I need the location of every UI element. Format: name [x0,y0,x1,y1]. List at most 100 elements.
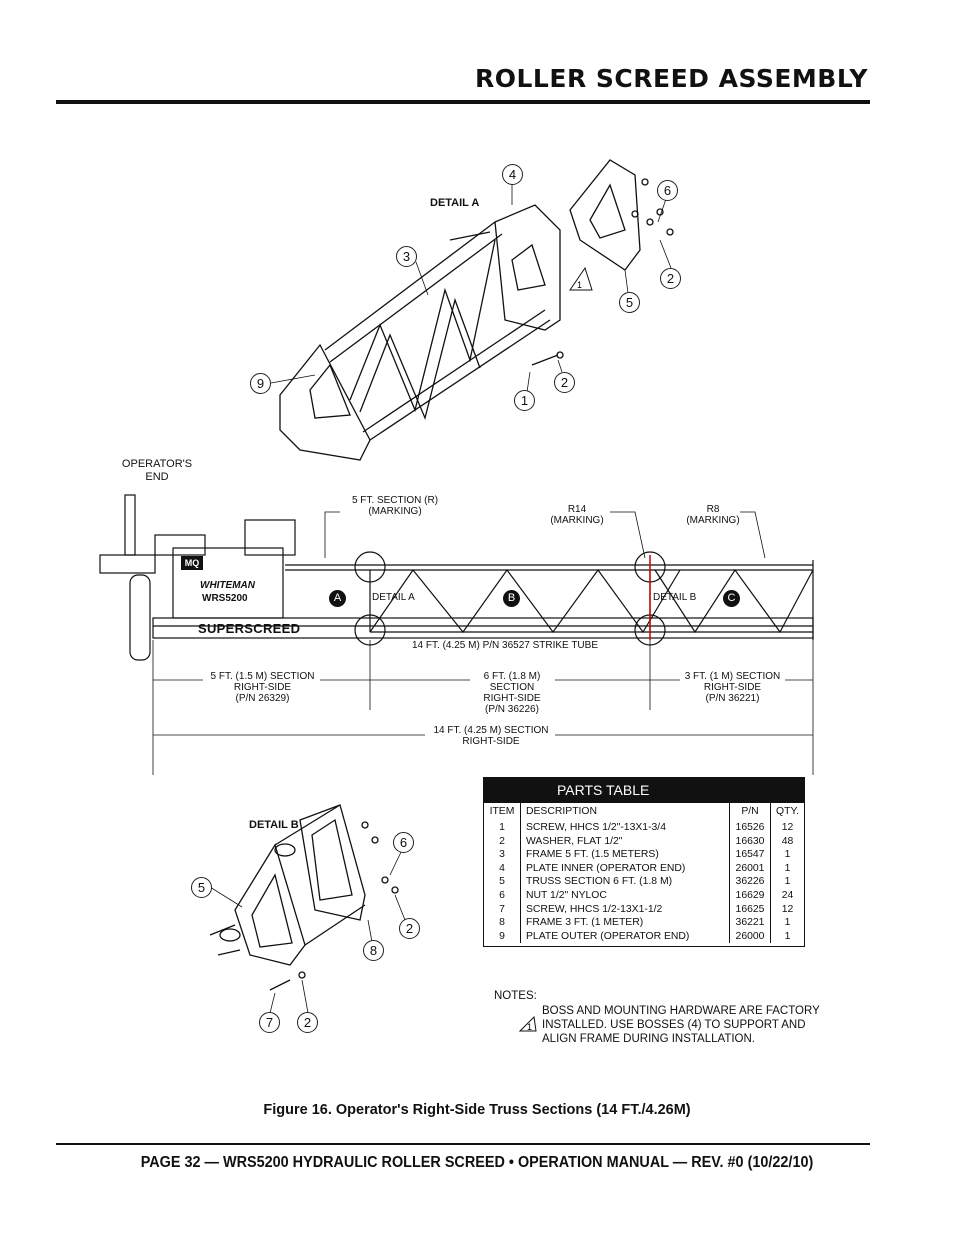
row-item: 1 [484,821,521,835]
row-pn: 36221 [729,916,771,930]
table-row: 8 FRAME 3 FT. (1 METER) 36221 1 [484,916,804,930]
parts-table-header-row: ITEM DESCRIPTION P/N QTY. [484,803,804,821]
row-item: 4 [484,861,521,876]
row-pn: 16630 [729,834,771,849]
row-item: 8 [484,916,521,930]
strike-tube-label: 14 FT. (4.25 M) P/N 36527 STRIKE TUBE [412,640,598,651]
page-title: ROLLER SCREED ASSEMBLY [475,64,868,93]
row-item: 6 [484,888,521,903]
row-pn: 26000 [729,929,771,944]
footer-rule [56,1143,870,1145]
row-qty: 1 [784,917,791,929]
superscreed-logo: SUPERSCREED [198,621,301,636]
callout-4: 4 [502,164,523,185]
callout-7: 7 [259,1012,280,1033]
detail-a-label: DETAIL A [372,592,415,603]
page-footer: PAGE 32 — WRS5200 HYDRAULIC ROLLER SCREE… [140,1154,814,1171]
section-letter-b: B [503,590,520,607]
section-letter-c: C [723,590,740,607]
row-pn: 16526 [729,821,771,835]
note-marker: 1 [577,280,582,290]
parts-table-grid: ITEM DESCRIPTION P/N QTY. 1 SCREW, HHCS … [484,803,804,944]
col-description-header: DESCRIPTION [520,803,730,821]
dim-3ft-label: 3 FT. (1 M) SECTION RIGHT-SIDE (P/N 3622… [684,671,781,704]
callout-1: 1 [514,390,535,411]
row-pn: 26001 [729,861,771,876]
row-item: 3 [484,848,521,862]
row-qty: 1 [784,862,791,874]
row-item: 2 [484,834,521,849]
dim-14ft-label: 14 FT. (4.25 M) SECTION RIGHT-SIDE [433,725,549,747]
dim-6ft-label: 6 FT. (1.8 M) SECTION RIGHT-SIDE (P/N 36… [483,671,541,715]
callout-8: 8 [363,940,384,961]
callout-5: 5 [619,292,640,313]
note-marker-number: 1 [527,1022,532,1032]
row-qty: 24 [781,889,794,901]
note-warning-icon: 1 [518,1015,537,1032]
table-row: 6 NUT 1/2" NYLOC 16629 24 [484,888,804,903]
outer-plate-shape [279,343,371,461]
row-description: PLATE INNER (OPERATOR END) [520,861,730,876]
operator-end-label: OPERATOR'S END [121,458,193,483]
notes-text: BOSS AND MOUNTING HARDWARE ARE FACTORY I… [542,1005,820,1045]
row-description: NUT 1/2" NYLOC [520,888,730,903]
table-row: 4 PLATE INNER (OPERATOR END) 26001 1 [484,861,804,876]
callout-2: 2 [399,918,420,939]
figure-caption: Figure 16. Operator's Right-Side Truss S… [263,1102,691,1118]
row-qty: 48 [781,835,794,847]
parts-table: PARTS TABLE ITEM DESCRIPTION P/N QTY. 1 … [483,777,805,947]
col-item-header: ITEM [484,803,521,821]
col-pn-header: P/N [729,803,771,821]
row-item: 5 [484,875,521,889]
row-pn: 16625 [729,902,771,917]
callout-6: 6 [393,832,414,853]
table-row: 7 SCREW, HHCS 1/2-13X1-1/2 16625 12 [484,902,804,917]
table-row: 1 SCREW, HHCS 1/2"-13X1-3/4 16526 12 [484,821,804,835]
callout-9: 9 [250,373,271,394]
r8-marking-label: R8 (MARKING) [686,504,740,526]
table-row: 2 WASHER, FLAT 1/2" 16630 48 [484,834,804,849]
row-description: PLATE OUTER (OPERATOR END) [520,929,730,944]
row-description: WASHER, FLAT 1/2" [520,834,730,849]
section-letter-a: A [329,590,346,607]
callout-3: 3 [396,246,417,267]
row-description: SCREW, HHCS 1/2-13X1-1/2 [520,902,730,917]
callout-2: 2 [660,268,681,289]
row-description: SCREW, HHCS 1/2"-13X1-3/4 [520,821,730,835]
row-qty: 12 [781,822,794,833]
table-row: 3 FRAME 5 FT. (1.5 METERS) 16547 1 [484,848,804,862]
side-view-drawing [99,494,814,775]
row-pn: 36226 [729,875,771,889]
detail-b-title: DETAIL B [249,819,299,831]
row-qty: 1 [784,849,791,861]
detail-a-title: DETAIL A [430,197,480,209]
notes-label: NOTES: [494,990,537,1002]
callout-2: 2 [554,372,575,393]
row-description: FRAME 5 FT. (1.5 METERS) [520,848,730,862]
detail-b-label: DETAIL B [653,592,697,603]
model-label: WRS5200 [202,593,248,604]
row-item: 9 [484,929,521,944]
detail-a-drawing: 1 [270,159,674,461]
whiteman-logo: WHITEMAN [200,580,255,591]
col-qty-header: QTY. [776,806,799,817]
row-pn: 16547 [729,848,771,862]
row-qty: 1 [784,930,791,942]
row-item: 7 [484,902,521,917]
row-pn: 16629 [729,888,771,903]
section-marking-label: 5 FT. SECTION (R) (MARKING) [351,495,439,517]
callout-2: 2 [297,1012,318,1033]
row-description: TRUSS SECTION 6 FT. (1.8 M) [520,875,730,889]
header-rule [56,100,870,104]
detail-b-drawing [209,804,406,1014]
row-qty: 12 [781,903,794,915]
row-description: FRAME 3 FT. (1 METER) [520,916,730,930]
parts-table-title: PARTS TABLE [484,778,804,803]
callout-6: 6 [657,180,678,201]
mq-logo: MQ [181,556,203,570]
inner-plate-shape [494,204,561,331]
r14-marking-label: R14 (MARKING) [550,504,604,526]
callout-5: 5 [191,877,212,898]
row-qty: 1 [784,876,791,888]
table-row: 5 TRUSS SECTION 6 FT. (1.8 M) 36226 1 [484,875,804,889]
